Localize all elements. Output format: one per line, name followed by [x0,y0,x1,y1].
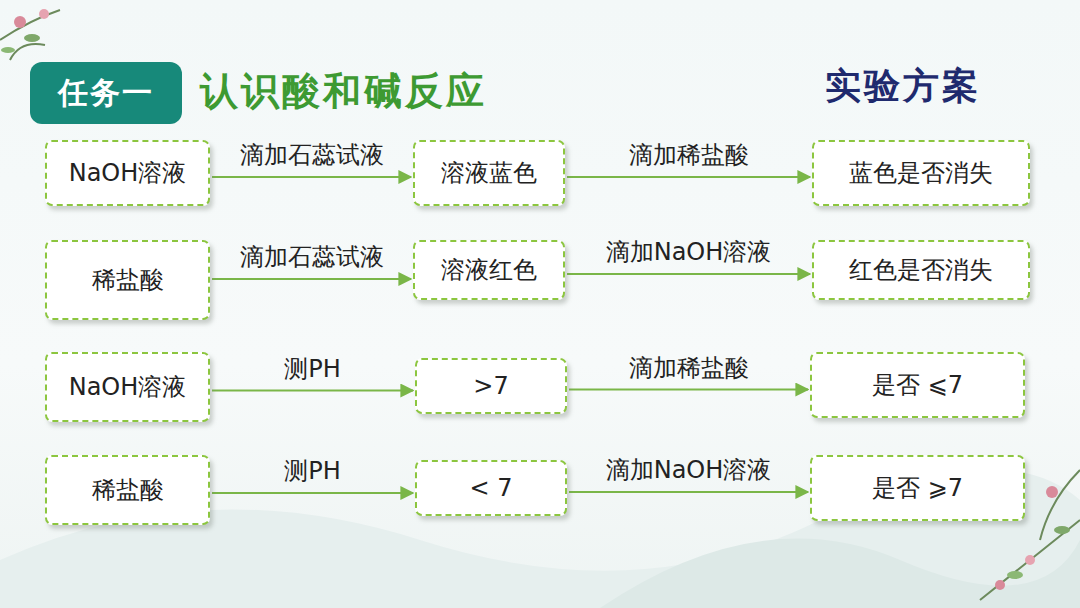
node-text: 是否 ⩽7 [862,369,973,401]
flow-arrow [567,273,810,275]
node-text: < 7 [459,474,522,502]
flow-arrow [569,389,808,391]
node-text: 溶液蓝色 [431,157,547,189]
step-box: 是否 ⩽7 [810,352,1025,418]
title: 认识酸和碱反应 [200,66,487,117]
step-box: 溶液红色 [413,240,565,300]
arrow-label: 滴加稀盐酸 [629,139,749,171]
task-badge: 任务一 [30,62,182,124]
flow-arrow [212,390,413,392]
node-text: 稀盐酸 [82,474,174,506]
step-box: < 7 [415,460,567,516]
step-box: >7 [415,358,567,414]
node-text: 稀盐酸 [82,264,174,296]
arrow-label: 滴加NaOH溶液 [606,236,772,268]
arrow-label: 滴加NaOH溶液 [606,454,772,486]
step-box: 是否 ⩾7 [810,455,1025,521]
step-box: NaOH溶液 [45,352,210,422]
step-box: 红色是否消失 [812,240,1030,300]
step-box: NaOH溶液 [45,140,210,206]
flow-arrow [212,278,411,280]
node-text: 溶液红色 [431,254,547,286]
arrow-label: 滴加石蕊试液 [240,241,384,273]
arrow-label: 滴加稀盐酸 [629,352,749,384]
step-box: 蓝色是否消失 [812,140,1030,206]
section-label: 实验方案 [825,62,981,111]
step-box: 稀盐酸 [45,240,210,320]
node-text: 任务一 [48,73,164,114]
step-box: 溶液蓝色 [413,140,565,206]
node-text: >7 [463,372,518,400]
node-text: 蓝色是否消失 [839,157,1003,189]
flow-arrow [212,492,413,494]
flow-arrow [567,176,810,178]
node-text: NaOH溶液 [59,157,197,189]
node-text: NaOH溶液 [59,371,197,403]
arrow-label: 滴加石蕊试液 [240,139,384,171]
flow-arrow [212,176,411,178]
node-text: 红色是否消失 [839,254,1003,286]
node-text: 是否 ⩾7 [862,472,973,504]
flow-arrow [569,491,808,493]
arrow-label: 测PH [284,455,341,487]
arrow-label: 测PH [284,353,341,385]
flower-branch [0,9,60,60]
step-box: 稀盐酸 [45,455,210,525]
mountain-shade [600,539,1080,608]
